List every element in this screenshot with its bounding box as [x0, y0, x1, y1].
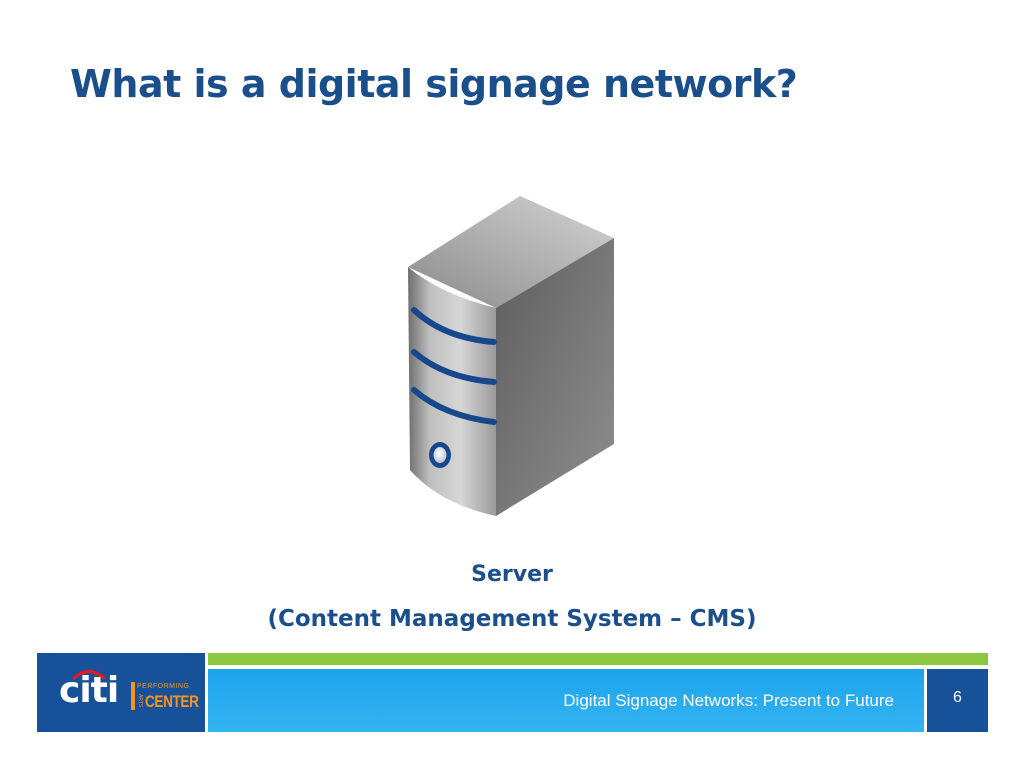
footer-text: Digital Signage Networks: Present to Fut…	[563, 691, 894, 710]
logo-center: CENTER	[145, 692, 199, 711]
logo-divider	[131, 682, 135, 710]
logo-brand: citi	[59, 670, 119, 711]
cms-caption: (Content Management System – CMS)	[267, 606, 757, 632]
citi-arc-icon	[71, 670, 107, 680]
page-number-box: 6	[927, 669, 988, 732]
page-number: 6	[953, 689, 962, 706]
footer-bar: Digital Signage Networks: Present to Fut…	[208, 669, 924, 732]
logo-arts: ARTS	[137, 694, 143, 708]
server-side-face	[496, 238, 614, 516]
server-caption: Server	[471, 562, 553, 587]
footer-logo: citi PERFORMING ARTS CENTER	[37, 653, 205, 732]
server-front-face	[408, 267, 496, 516]
logo-performing: PERFORMING	[137, 683, 190, 690]
server-tower-icon	[408, 196, 614, 516]
footer-accent-bar	[208, 653, 988, 665]
slide-title: What is a digital signage network?	[70, 62, 798, 106]
server-top-face	[408, 196, 614, 308]
